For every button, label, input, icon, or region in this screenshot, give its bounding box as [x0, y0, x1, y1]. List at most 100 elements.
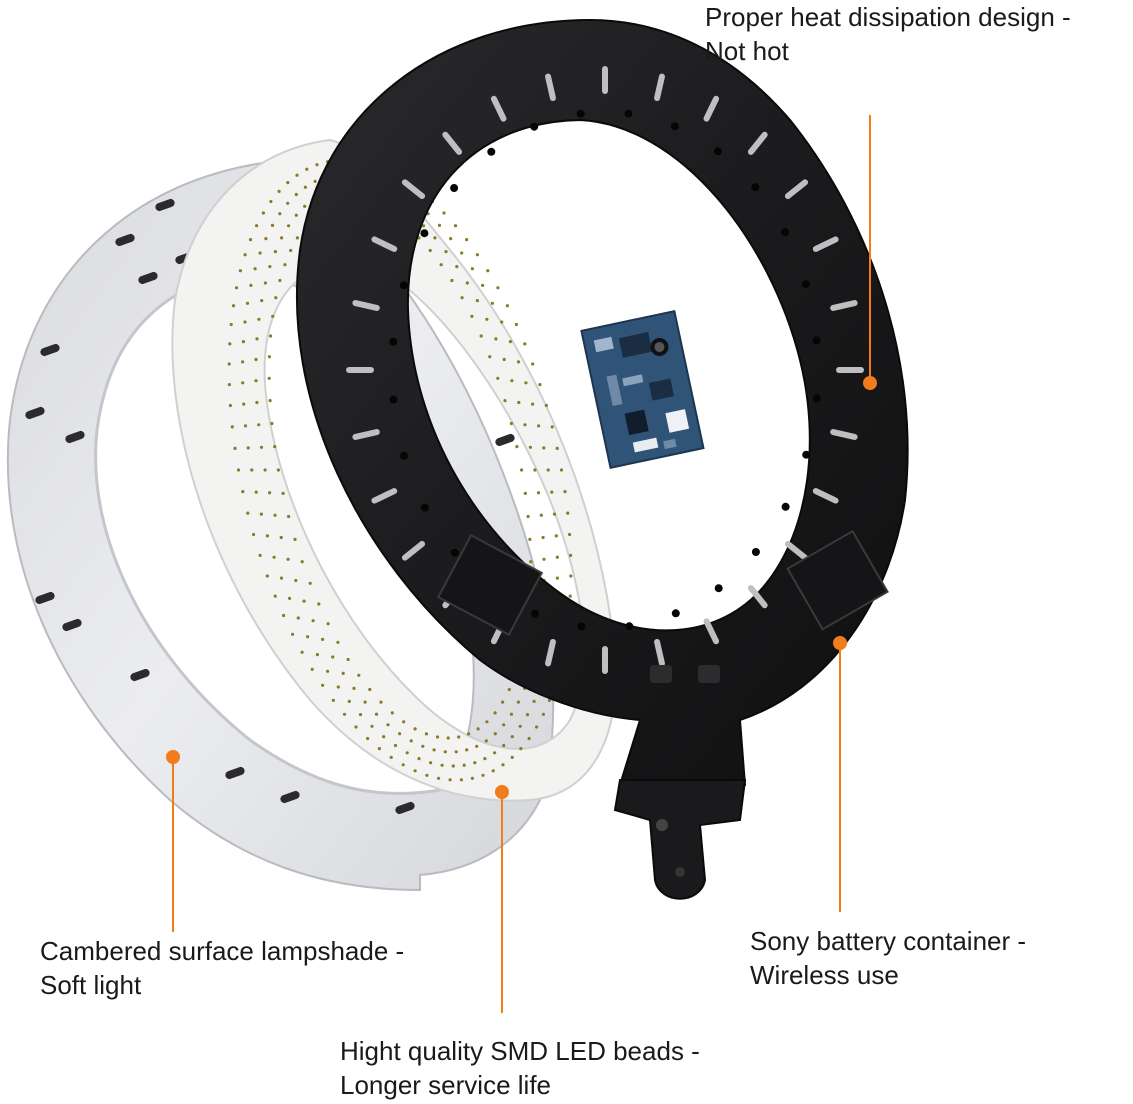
led-bead — [291, 632, 295, 636]
led-bead — [288, 596, 292, 601]
vent-slot — [812, 236, 839, 252]
led-bead — [270, 223, 275, 227]
led-bead — [398, 732, 402, 736]
vent-slot — [812, 488, 839, 504]
led-bead — [257, 317, 261, 321]
led-bead — [514, 322, 519, 327]
led-bead — [547, 698, 552, 703]
led-bead — [500, 320, 504, 324]
led-bead — [485, 317, 489, 321]
led-bead — [509, 421, 513, 426]
led-bead — [233, 446, 237, 450]
led-bead — [440, 763, 444, 767]
led-bead — [274, 296, 278, 300]
led-beads-callout: Hight quality SMD LED beads - Longer ser… — [340, 1034, 700, 1102]
led-bead — [228, 342, 232, 346]
led-bead — [563, 490, 567, 494]
vent-hole — [576, 109, 585, 118]
led-bead — [331, 655, 335, 659]
led-bead — [311, 619, 315, 623]
vent-hole — [577, 622, 586, 631]
led-bead — [491, 769, 495, 773]
battery-callout-line2: Wireless use — [750, 960, 899, 990]
led-bead — [259, 512, 263, 516]
led-bead — [518, 724, 522, 728]
led-bead — [516, 360, 521, 364]
led-bead — [234, 286, 239, 290]
led-bead — [366, 736, 370, 741]
led-bead — [413, 769, 417, 773]
vent-slot — [545, 73, 556, 102]
led-bead — [370, 724, 374, 728]
led-bead — [272, 555, 276, 559]
vent-hole — [781, 502, 790, 511]
led-bead — [267, 376, 271, 380]
led-bead — [510, 755, 514, 760]
led-bead — [496, 286, 500, 290]
led-bead — [566, 511, 570, 515]
led-bead — [246, 511, 250, 515]
led-bead — [555, 446, 559, 450]
led-bead — [507, 687, 511, 692]
led-bead — [532, 699, 536, 704]
vent-hole — [670, 122, 679, 131]
led-bead — [246, 446, 250, 450]
lampshade-peg — [225, 766, 245, 780]
led-bead — [313, 179, 317, 183]
led-bead — [393, 743, 398, 748]
vent-hole — [531, 609, 540, 618]
led-bead — [341, 671, 345, 676]
led-bead — [569, 574, 573, 578]
led-bead — [520, 468, 524, 472]
led-bead — [289, 248, 293, 253]
led-bead — [460, 251, 464, 255]
led-bead — [253, 267, 257, 271]
led-bead — [283, 263, 287, 267]
led-bead — [529, 560, 533, 564]
led-bead — [454, 750, 458, 754]
led-bead — [526, 514, 530, 519]
led-bead — [517, 400, 521, 405]
led-bead — [265, 574, 269, 578]
led-bead — [535, 725, 539, 729]
lampshade-peg — [115, 233, 135, 247]
vent-slot — [703, 618, 720, 645]
vent-hole — [450, 184, 459, 192]
led-bead — [465, 238, 469, 242]
led-bead — [230, 425, 234, 429]
vent-slot — [836, 367, 864, 373]
led-bead — [527, 736, 531, 741]
vent-slot — [654, 638, 665, 667]
vent-hole — [420, 229, 429, 238]
led-bead — [269, 334, 273, 338]
led-bead — [241, 490, 245, 494]
led-bead — [541, 712, 546, 716]
vent-hole — [530, 122, 539, 131]
led-bead — [531, 402, 535, 406]
led-bead — [421, 224, 426, 228]
led-bead — [481, 773, 485, 777]
vent-hole — [713, 147, 722, 156]
led-bead — [542, 557, 546, 561]
led-bead — [435, 735, 440, 739]
led-bead — [257, 423, 261, 427]
led-bead — [494, 337, 498, 341]
vent-slot — [352, 429, 380, 440]
led-bead — [528, 537, 532, 542]
led-bead — [354, 725, 358, 729]
led-bead — [502, 357, 506, 362]
led-bead — [503, 399, 507, 403]
led-bead — [389, 755, 393, 760]
vent-slot — [545, 638, 556, 667]
led-bead — [462, 763, 466, 767]
led-bead — [568, 532, 572, 537]
led-bead — [321, 637, 325, 642]
vent-hole — [450, 548, 459, 557]
led-bead — [476, 727, 480, 731]
led-bead — [533, 468, 537, 472]
led-bead — [502, 743, 506, 748]
lampshade-peg — [395, 801, 415, 815]
battery-compartment-right — [786, 529, 889, 631]
led-bead — [268, 399, 272, 403]
vent-slot — [747, 131, 768, 155]
